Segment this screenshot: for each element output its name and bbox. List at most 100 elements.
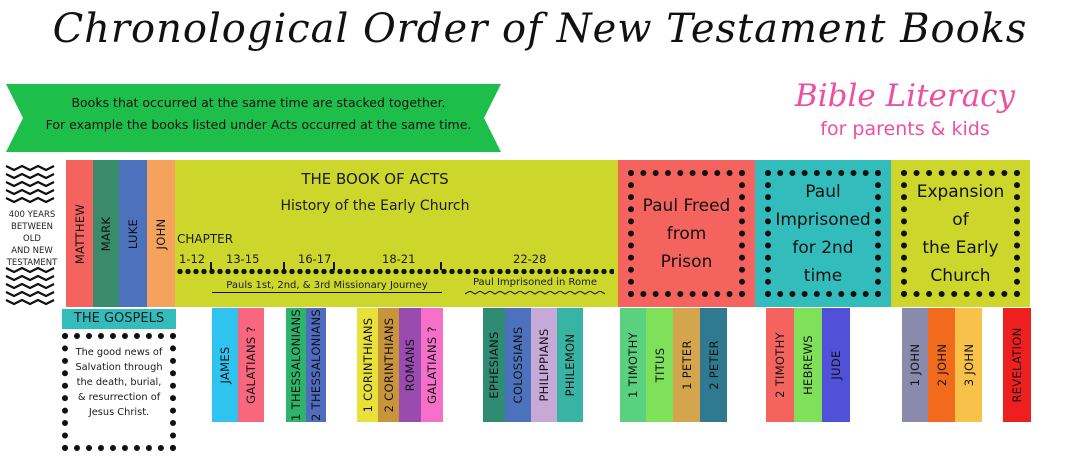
book-label: 2 THESSALONIANS [309, 309, 323, 421]
acts-block [175, 160, 618, 307]
chapter-tick [440, 262, 442, 270]
book-philemon: PHILEMON [557, 308, 583, 422]
acts-title: THE BOOK OF ACTS [301, 170, 449, 188]
gospels-label: THE GOSPELS [62, 309, 176, 329]
panel-dotted-frame: Expansion of the Early Church [901, 170, 1020, 297]
book-label: REVELATION [1010, 327, 1024, 403]
chapter-tick [333, 262, 335, 270]
ribbon-line-2: For example the books listed under Acts … [45, 117, 472, 132]
acts-subtitle: History of the Early Church [280, 198, 470, 214]
chapter-range: 16-17 [298, 252, 332, 266]
gospels-desc-line: & resurrection of [77, 392, 161, 403]
book-galatians-alt: GALATIANS ? [421, 308, 443, 422]
chapter-range: 22-28 [513, 252, 547, 266]
panel-paul-imprisoned: Paul Imprisoned for 2nd time [755, 160, 891, 307]
book-label: MATTHEW [72, 203, 87, 264]
book-label: 2 CORINTHIANS [381, 317, 396, 413]
book-label: COLOSSIANS [511, 326, 525, 404]
panel-line: Church [930, 265, 991, 286]
brand-tagline: for parents & kids [820, 118, 990, 140]
panel-line: for 2nd time [792, 237, 854, 286]
book-2-corinthians: 2 CORINTHIANS [378, 308, 399, 422]
panel-line: Paul [805, 181, 841, 202]
panel-dotted-frame: Paul Freed from Prison [628, 170, 745, 297]
book-galatians: GALATIANS ? [238, 308, 264, 422]
intertestamental-label: 400 YEARS BETWEEN OLD AND NEW TESTAMENT [2, 205, 62, 268]
ribbon-shape [6, 84, 501, 152]
book-titus: TITUS [646, 308, 673, 422]
book-2-john: 2 JOHN [928, 308, 955, 422]
book-label: GALATIANS ? [425, 326, 439, 404]
info-ribbon: Books that occurred at the same time are… [6, 84, 501, 152]
gospels-desc-line: Jesus Christ. [88, 407, 150, 418]
panel-expansion: Expansion of the Early Church [891, 160, 1030, 307]
book-1-peter: 1 PETER [673, 308, 700, 422]
book-romans: ROMANS [399, 308, 421, 422]
panel-dotted-frame: Paul Imprisoned for 2nd time [765, 170, 881, 297]
panel-line: the Early [922, 237, 999, 258]
wavy-underline [465, 291, 605, 295]
book-1-john: 1 JOHN [902, 308, 928, 422]
book-label: 1 CORINTHIANS [360, 317, 375, 413]
book-hebrews: HEBREWS [794, 308, 822, 422]
book-2-thessalonians: 2 THESSALONIANS [306, 308, 326, 422]
intertestamental-line-3: AND NEW [11, 246, 53, 256]
book-ephesians: EPHESIANS [483, 308, 505, 422]
book-label: 2 TIMOTHY [773, 332, 787, 398]
book-label: JUDE [829, 350, 843, 380]
book-label: JOHN [154, 218, 168, 249]
book-label: 1 PETER [679, 340, 694, 390]
page-title: Chronological Order of New Testament Boo… [52, 6, 1028, 52]
rome-imprisonment-label: Paul Imprisoned in Rome [472, 277, 598, 288]
book-revelation: REVELATION [1003, 308, 1031, 422]
missionary-journey-label: Pauls 1st, 2nd, & 3rd Missionary Journey [212, 280, 442, 293]
zigzag-decoration [5, 164, 55, 306]
book-label: GALATIANS ? [244, 326, 258, 404]
book-john: JOHN [147, 160, 175, 307]
book-2-timothy: 2 TIMOTHY [766, 308, 794, 422]
book-colossians: COLOSSIANS [505, 308, 531, 422]
book-philippians: PHILIPPIANS [531, 308, 557, 422]
book-label: PHILIPPIANS [537, 328, 551, 402]
intertestamental-line-4: TESTAMENT [6, 258, 58, 268]
book-label: HEBREWS [801, 335, 815, 395]
book-1-corinthians: 1 CORINTHIANS [357, 308, 378, 422]
panel-line: Expansion of [916, 181, 1005, 230]
book-label: PHILEMON [563, 333, 577, 397]
book-label: 1 TIMOTHY [626, 332, 640, 398]
gospels-desc-line: Salvation through [75, 362, 163, 373]
gospels-description: The good news of Salvation through the d… [62, 333, 176, 451]
book-matthew: MATTHEW [66, 160, 93, 307]
chapter-range: 13-15 [226, 252, 260, 266]
book-label: 2 JOHN [934, 343, 949, 387]
book-label: 1 JOHN [908, 343, 922, 387]
panel-line: Paul Freed [642, 195, 731, 216]
book-label: 1 THESSALONIANS [289, 309, 303, 421]
chapter-tick [283, 262, 285, 270]
book-label: TITUS [652, 347, 667, 383]
book-1-timothy: 1 TIMOTHY [620, 308, 646, 422]
panel-paul-freed: Paul Freed from Prison [618, 160, 755, 307]
book-label: EPHESIANS [487, 331, 501, 399]
book-jude: JUDE [822, 308, 850, 422]
chapter-range: 1-12 [179, 252, 206, 266]
book-james: JAMES [212, 308, 238, 422]
book-1-thessalonians: 1 THESSALONIANS [286, 308, 306, 422]
gospels-desc-line: the death, burial, [76, 377, 162, 388]
chapter-label: CHAPTER [177, 232, 234, 246]
ribbon-line-1: Books that occurred at the same time are… [71, 95, 446, 110]
book-label: 3 JOHN [961, 343, 976, 387]
book-label: MARK [99, 216, 113, 251]
ribbon-text: Books that occurred at the same time are… [36, 92, 481, 136]
book-luke: LUKE [119, 160, 147, 307]
book-label: JAMES [218, 346, 232, 384]
book-mark: MARK [93, 160, 119, 307]
intertestamental-line-2: BETWEEN OLD [11, 222, 53, 244]
timeline-dotted-line [176, 268, 614, 275]
chapter-range: 18-21 [382, 252, 416, 266]
book-label: ROMANS [403, 338, 417, 392]
book-label: 2 PETER [706, 340, 721, 390]
gospels-desc-line: The good news of [75, 347, 163, 358]
book-2-peter: 2 PETER [700, 308, 727, 422]
panel-line: from Prison [660, 223, 713, 272]
